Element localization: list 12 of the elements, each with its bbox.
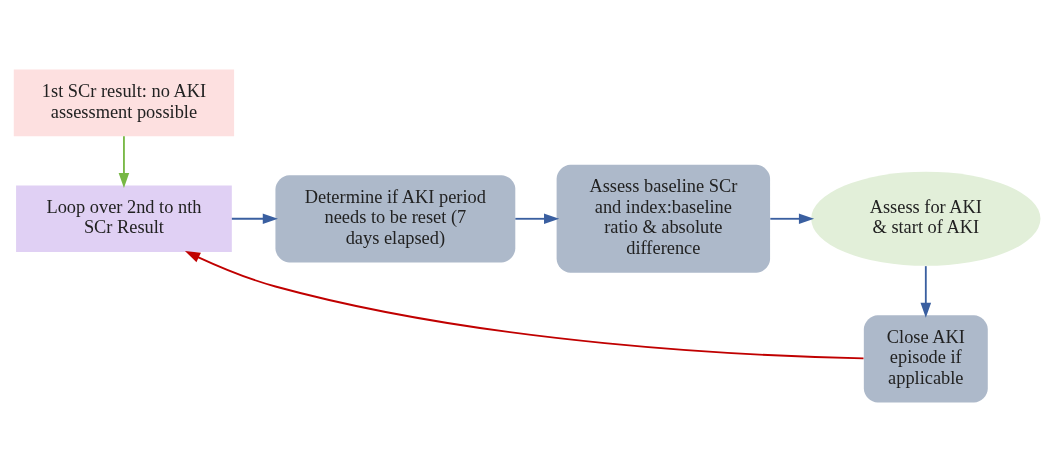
node-box: 1st SCr result: no AKI assessment possible [13, 69, 235, 137]
node-box: Assess baseline SCr and index:baseline ratio & absolute difference [556, 164, 771, 273]
arrow [769, 213, 815, 225]
node-box: Close AKI episode if applicable [863, 315, 988, 403]
node-box: Loop over 2nd to nth SCr Result [16, 185, 232, 253]
arrow [514, 213, 560, 225]
arrow [118, 135, 130, 189]
arrow [230, 213, 278, 225]
arrow [920, 265, 932, 318]
node-ellipse: Assess for AKI & start of AKI [811, 171, 1041, 266]
arrow [184, 250, 865, 360]
node-box: Determine if AKI period needs to be reset (7 days elapsed) [275, 175, 516, 263]
